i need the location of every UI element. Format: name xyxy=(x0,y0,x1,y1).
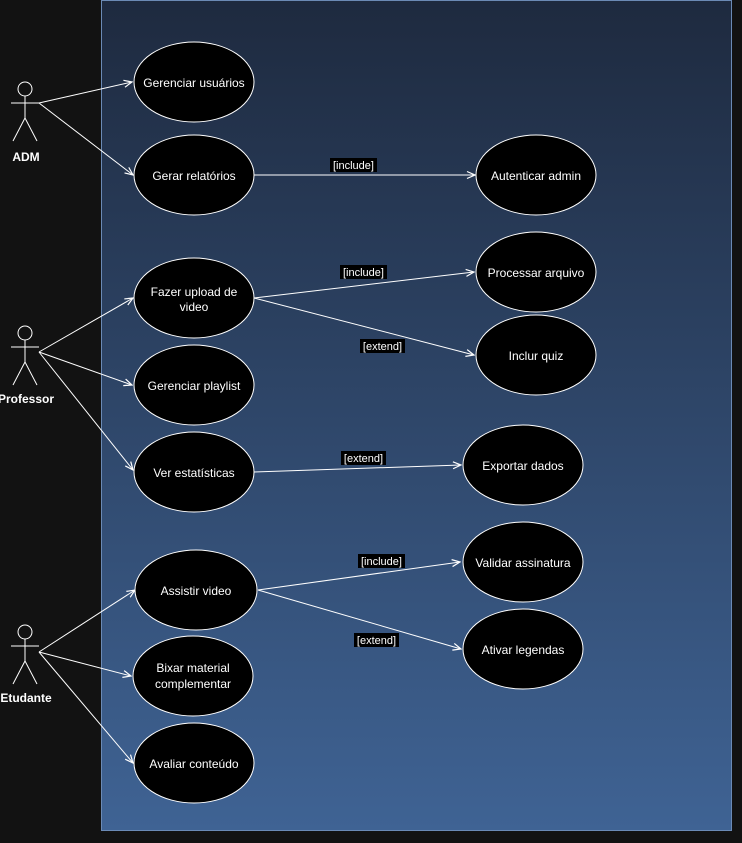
assoc-professor-estatisticas xyxy=(38,351,133,470)
use-case-processar-arquivo xyxy=(475,231,597,313)
use-case-ativar-legendas xyxy=(462,608,584,690)
use-case-avaliar-conteudo xyxy=(133,722,255,804)
assoc-estudante-assistir xyxy=(38,590,135,653)
uc-label-gerar-relatorios: Gerar relatórios xyxy=(152,169,235,183)
use-case-bixar-material xyxy=(132,635,254,717)
uc-label-autenticar-admin: Autenticar admin xyxy=(491,169,581,183)
dep-assistir-legendas xyxy=(257,589,461,649)
associations xyxy=(38,82,135,763)
relation-labels: [include] [include] [extend] [extend] [i… xyxy=(330,158,405,647)
dep-upload-processar xyxy=(253,272,474,299)
uc-label-exportar-dados: Exportar dados xyxy=(482,459,563,473)
uc-label-fazer-upload-line1: Fazer upload de xyxy=(151,285,238,299)
dep-assistir-validar xyxy=(257,562,460,591)
actor-professor-head xyxy=(17,325,33,341)
actor-adm-label: ADM xyxy=(12,150,39,164)
assoc-professor-upload xyxy=(38,298,133,353)
uc-label-assistir-video: Assistir video xyxy=(161,584,232,598)
actor-estudante xyxy=(11,624,39,685)
use-case-ver-estatisticas xyxy=(133,431,255,513)
uc-label-bixar-material-line2: complementar xyxy=(155,677,231,691)
use-case-inclur-quiz xyxy=(475,314,597,396)
actor-estudante-label: Etudante xyxy=(0,691,52,705)
use-case-gerenciar-usuarios xyxy=(133,41,255,123)
label-upload-processar: [include] xyxy=(343,267,384,279)
actor-adm xyxy=(11,81,39,142)
uc-label-fazer-upload-line2: video xyxy=(180,300,209,314)
uc-label-ver-estatisticas: Ver estatísticas xyxy=(153,466,234,480)
use-case-validar-assinatura xyxy=(462,521,584,603)
uc-label-bixar-material-line1: Bixar material xyxy=(156,661,229,675)
label-gerar-autenticar: [include] xyxy=(333,160,374,172)
use-case-autenticar-admin xyxy=(475,134,597,216)
use-case-gerenciar-playlist xyxy=(133,344,255,426)
use-case-assistir-video xyxy=(134,549,258,631)
use-case-fazer-upload xyxy=(133,257,255,339)
uc-label-processar-arquivo: Processar arquivo xyxy=(488,266,585,280)
uc-label-validar-assinatura: Validar assinatura xyxy=(475,556,570,570)
assoc-professor-playlist xyxy=(38,351,132,385)
uc-label-inclur-quiz: Inclur quiz xyxy=(509,349,564,363)
dependencies xyxy=(253,175,475,649)
dep-estatisticas-exportar xyxy=(253,465,461,473)
uc-label-avaliar-conteudo: Avaliar conteúdo xyxy=(149,757,239,771)
label-upload-quiz: [extend] xyxy=(363,341,402,353)
uc-label-gerenciar-playlist: Gerenciar playlist xyxy=(148,379,241,393)
assoc-adm-gerenciar-usuarios xyxy=(38,82,132,104)
dep-upload-quiz xyxy=(253,297,474,355)
label-assistir-legendas: [extend] xyxy=(357,635,396,647)
label-assistir-validar: [include] xyxy=(361,556,402,568)
use-case-exportar-dados xyxy=(462,424,584,506)
actor-estudante-head xyxy=(17,624,33,640)
use-case-gerar-relatorios xyxy=(133,134,255,216)
assoc-estudante-avaliar xyxy=(38,651,133,763)
assoc-estudante-material xyxy=(38,651,131,676)
actor-adm-head xyxy=(17,81,33,97)
assoc-adm-gerar-relatorios xyxy=(38,102,133,175)
actor-professor-label: Professor xyxy=(0,392,54,406)
actor-professor xyxy=(11,325,39,386)
uc-label-ativar-legendas: Ativar legendas xyxy=(482,643,565,657)
label-estatisticas-exportar: [extend] xyxy=(344,453,383,465)
uc-label-gerenciar-usuarios: Gerenciar usuários xyxy=(143,76,244,90)
